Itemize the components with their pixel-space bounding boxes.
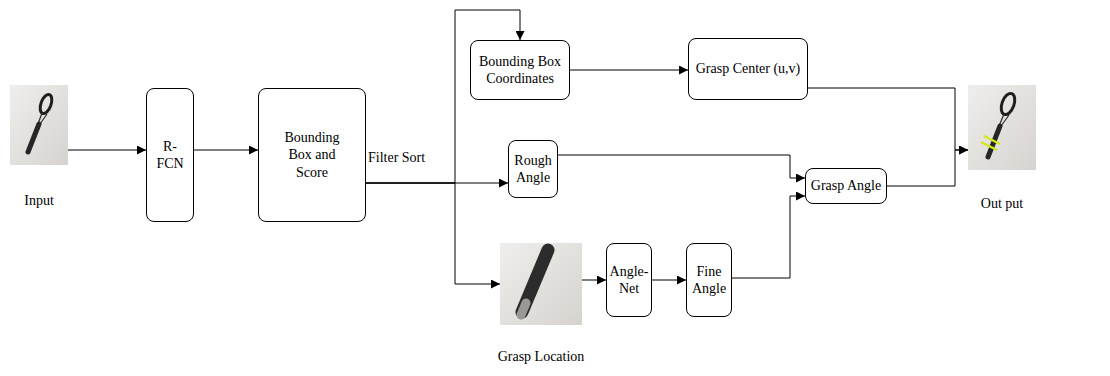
process-box: Angle-Net	[606, 243, 652, 317]
process-box: Grasp Angle	[805, 168, 887, 204]
arrow-connector	[582, 280, 606, 281]
box-label: Grasp Angle	[811, 177, 881, 195]
box-label: Bounding Box Coordinates	[477, 53, 563, 88]
box-label: Grasp Center (u,v)	[696, 60, 801, 78]
image-caption: Grasp Location	[498, 349, 585, 365]
photo-node: Input	[10, 85, 68, 165]
process-box: Fine Angle	[686, 243, 732, 317]
grasp-location-crop	[500, 243, 582, 325]
arrow-connector	[558, 155, 805, 178]
box-label: Bounding Box and Score	[281, 129, 343, 182]
process-box: R-FCN	[146, 88, 194, 222]
arrow-connector	[570, 70, 688, 71]
process-box: Grasp Center (u,v)	[688, 38, 808, 100]
input-photo	[10, 85, 68, 165]
process-box: Rough Angle	[508, 140, 558, 198]
box-label: Rough Angle	[512, 152, 554, 187]
arrow-connector	[652, 280, 686, 281]
box-label: Fine Angle	[689, 263, 729, 298]
image-caption: Input	[24, 193, 54, 209]
box-label: R-FCN	[150, 138, 190, 173]
arrow-connector	[194, 150, 258, 151]
process-box: Bounding Box and Score	[258, 88, 366, 222]
arrow-connector	[366, 183, 500, 284]
photo-node: Grasp Location	[500, 243, 582, 325]
output-photo	[968, 85, 1036, 170]
photo-node: Out put	[968, 85, 1036, 170]
arrow-connector	[732, 196, 805, 278]
arrow-connector	[887, 150, 968, 186]
image-caption: Out put	[981, 196, 1023, 212]
process-box: Bounding Box Coordinates	[470, 40, 570, 100]
branch-label: Filter Sort	[366, 150, 427, 166]
box-label: Angle-Net	[609, 263, 649, 298]
arrow-connector	[808, 88, 968, 150]
arrow-connector	[68, 150, 146, 151]
